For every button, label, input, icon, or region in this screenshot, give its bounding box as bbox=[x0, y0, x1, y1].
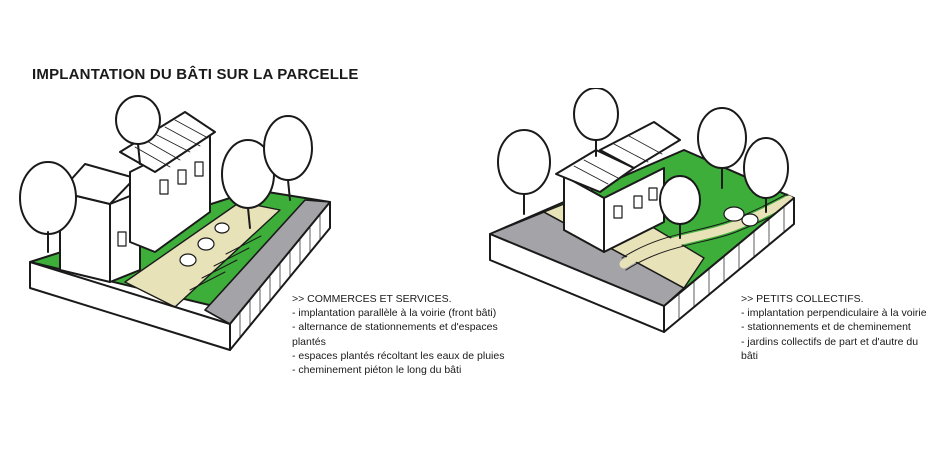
caption-petits-collectifs: >> PETITS COLLECTIFS. - implantation per… bbox=[741, 292, 936, 363]
caption-heading: >> PETITS COLLECTIFS. bbox=[741, 293, 864, 305]
caption-item: - espaces plantés récoltant les eaux de … bbox=[292, 349, 505, 362]
tree-left bbox=[19, 161, 77, 253]
sketch-petits-collectifs bbox=[489, 88, 795, 333]
caption-item: - stationnements et de cheminement bbox=[741, 321, 911, 334]
caption-heading: >> COMMERCES ET SERVICES. bbox=[292, 293, 452, 305]
caption-commerces: >> COMMERCES ET SERVICES. - implantation… bbox=[292, 292, 522, 377]
building-roof-2 bbox=[599, 121, 681, 169]
building-2-roof bbox=[119, 111, 216, 173]
paved-strip bbox=[124, 201, 281, 308]
caption-item: - alternance de stationnements et d'espa… bbox=[292, 321, 498, 348]
sketch-commerces bbox=[19, 95, 331, 351]
page-title: IMPLANTATION DU BÂTI SUR LA PARCELLE bbox=[32, 66, 359, 83]
caption-item: - cheminement piéton le long du bâti bbox=[292, 364, 462, 377]
tree-back bbox=[115, 95, 161, 165]
caption-item: - jardins collectifs de part et d'autre … bbox=[741, 335, 919, 362]
caption-item: - implantation parallèle à la voirie (fr… bbox=[292, 307, 497, 320]
tree-right-2 bbox=[263, 115, 313, 201]
plot-right-side bbox=[663, 197, 795, 333]
caption-item: - implantation perpendiculaire à la voir… bbox=[741, 307, 927, 320]
